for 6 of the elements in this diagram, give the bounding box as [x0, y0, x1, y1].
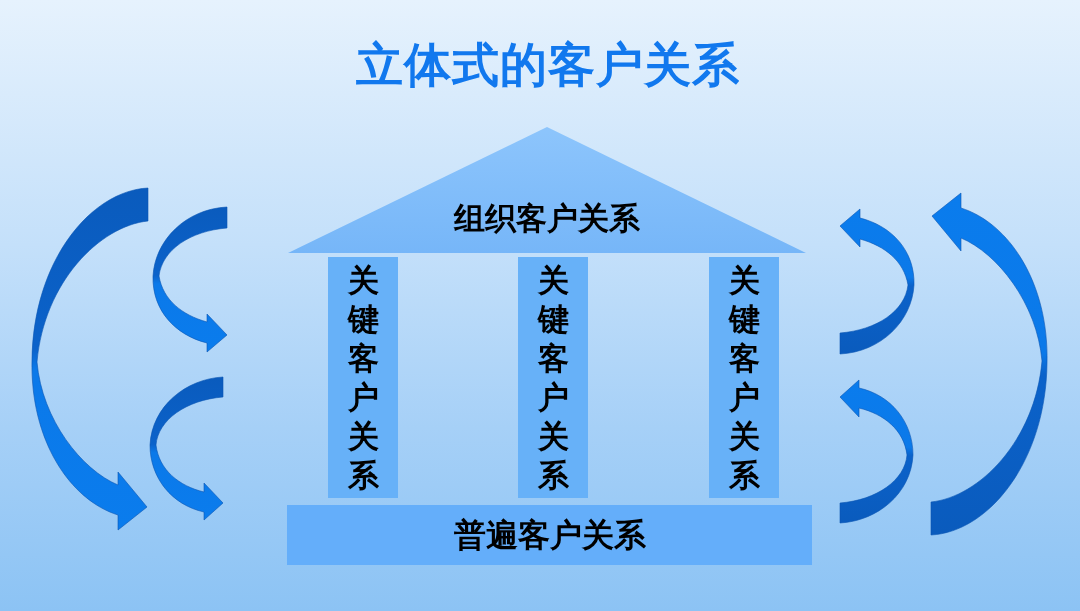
- pillar-box: 关键客户关系: [518, 257, 588, 498]
- base-box: 普遍客户关系: [287, 505, 812, 565]
- pillar-box: 关键客户关系: [328, 257, 398, 498]
- title: 立体式的客户关系: [356, 40, 740, 90]
- pillar-box: 关键客户关系: [709, 257, 779, 498]
- roof-triangle: 组织客户关系: [288, 127, 806, 253]
